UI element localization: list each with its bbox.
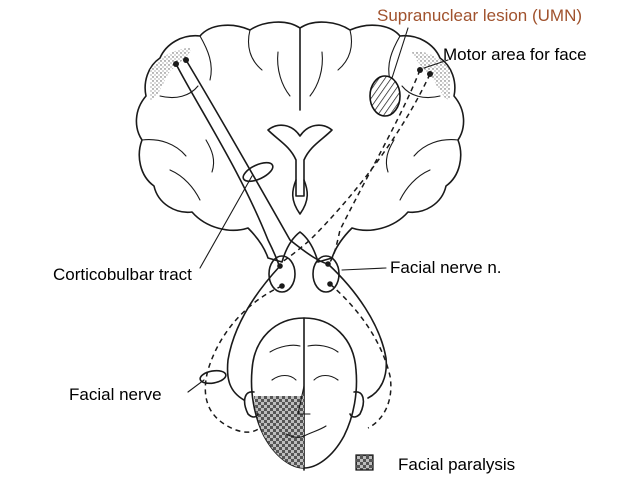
leader-corticobulbar	[199, 175, 253, 269]
label-corticobulbar-tract: Corticobulbar tract	[53, 265, 192, 284]
label-supranuclear-lesion: Supranuclear lesion (UMN)	[377, 6, 583, 25]
gyrus-left-1	[199, 35, 212, 81]
leader-facial-nerve	[187, 379, 205, 393]
corticobulbar-marker	[242, 161, 274, 183]
gyrus-left-5	[169, 169, 201, 201]
facial-nucleus-right	[312, 255, 340, 293]
gyrus-left-7	[277, 51, 291, 97]
tract-left-solid-2	[185, 59, 329, 265]
corticobulbar-tracts	[173, 57, 433, 269]
gyrus-left-4	[141, 139, 187, 157]
nerve-left-solid	[226, 265, 281, 401]
face	[243, 317, 365, 471]
gyrus-right-3	[401, 85, 441, 99]
paralysis-legend-swatch	[355, 454, 374, 471]
leader-lines	[187, 27, 449, 393]
brain-section	[135, 21, 465, 263]
label-facial-nerve: Facial nerve	[69, 385, 162, 404]
gyrus-right-7	[309, 51, 323, 97]
leader-facial-nucleus	[341, 267, 387, 271]
paralyzed-region	[254, 396, 304, 468]
nerve-right-solid-1	[327, 263, 388, 399]
leader-motor-area	[423, 59, 449, 69]
nerve-left-dashed	[204, 285, 283, 433]
eye-right	[313, 374, 339, 381]
leader-supranuclear	[391, 27, 409, 79]
ear-left	[243, 391, 259, 418]
ear-right	[349, 391, 365, 418]
eye-left	[271, 374, 297, 381]
label-motor-area: Motor area for face	[443, 45, 587, 64]
gyrus-right-4	[413, 139, 459, 157]
tract-right-dashed-2	[281, 73, 431, 263]
gyrus-right-5	[399, 169, 431, 201]
gyrus-left-2	[247, 29, 263, 71]
tract-right-dashed-1	[329, 69, 421, 263]
mouth-left	[285, 433, 305, 438]
lateral-ventricle	[267, 124, 333, 197]
label-facial-paralysis: Facial paralysis	[398, 455, 516, 474]
gyrus-right-6	[385, 139, 395, 173]
gyrus-left-3	[159, 85, 199, 99]
brain-outline	[135, 21, 465, 263]
forehead-lines-right	[307, 344, 339, 353]
nerve-right-dashed	[329, 283, 392, 429]
supranuclear-lesion	[369, 75, 401, 117]
third-ventricle	[291, 179, 309, 215]
gyrus-right-2	[337, 29, 353, 71]
gyrus-left-6	[205, 139, 215, 173]
facial-nucleus-left	[268, 255, 296, 293]
forehead-lines-left	[269, 344, 301, 353]
nose	[297, 385, 311, 415]
tract-left-solid-1	[175, 63, 281, 269]
mouth-right	[303, 425, 327, 437]
facial-nerves	[199, 263, 392, 433]
facial-nerve-marker	[199, 369, 227, 385]
label-facial-nucleus: Facial nerve n.	[390, 258, 502, 277]
cortex-stipple-left	[150, 48, 192, 100]
